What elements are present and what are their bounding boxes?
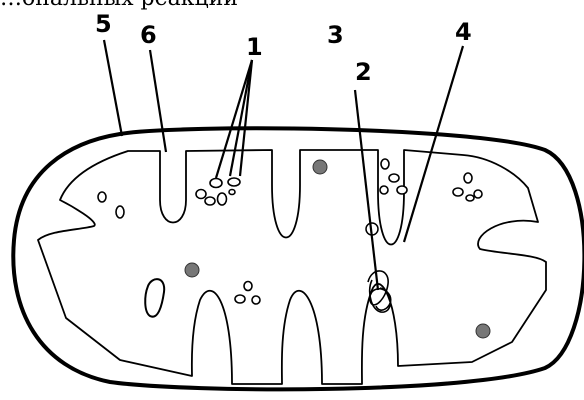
label-2: 2 (355, 58, 372, 86)
label-3: 3 (327, 21, 344, 49)
label-4: 4 (455, 18, 472, 46)
label-1: 1 (246, 33, 263, 61)
label-6: 6 (140, 21, 157, 49)
label-5: 5 (95, 10, 112, 38)
